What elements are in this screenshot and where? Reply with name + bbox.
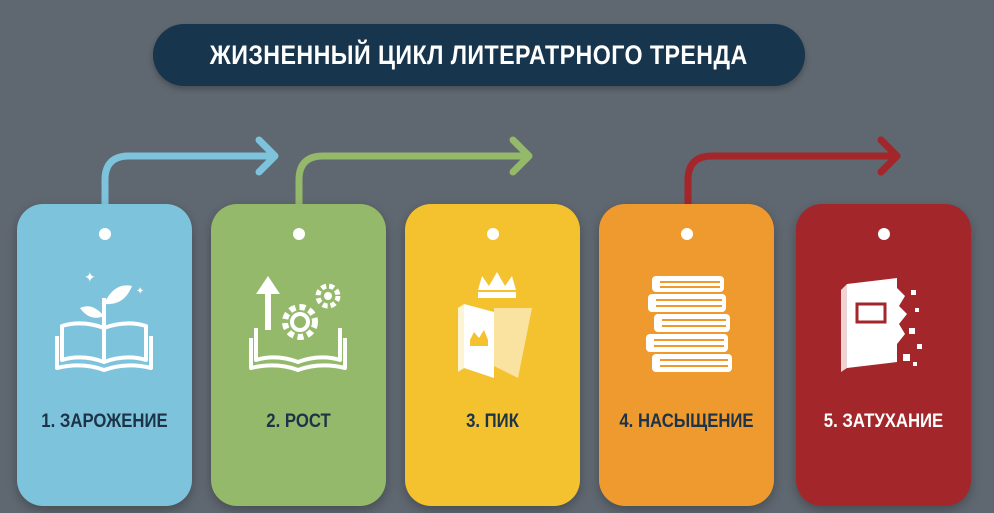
crumbling-book-icon <box>841 278 922 372</box>
stage-label-5: 5. ЗАТУХАНИЕ <box>823 411 944 432</box>
stage-card-3: 3. ПИК <box>405 204 580 506</box>
card-hole <box>98 228 111 240</box>
svg-text:✦: ✦ <box>136 286 144 297</box>
stage-label-3: 3. ПИК <box>466 411 519 432</box>
stage-card-5: 5. ЗАТУХАНИЕ <box>796 204 971 506</box>
arrow-1-to-2 <box>101 136 279 236</box>
stage-label-2: 2. РОСТ <box>266 411 331 432</box>
card-hole <box>486 228 499 240</box>
stage-label-4: 4. НАСЫЩЕНИЕ <box>619 411 754 432</box>
card-hole <box>292 228 305 240</box>
title-banner: ЖИЗНЕННЫЙ ЦИКЛ ЛИТЕРАТРНОГО ТРЕНДА <box>153 24 805 86</box>
book-gears-growth-icon <box>249 276 347 372</box>
stage-card-4: 4. НАСЫЩЕНИЕ <box>599 204 774 506</box>
arrow-2-to-3 <box>295 136 533 236</box>
stage-label-1: 1. ЗАРОЖЕНИЕ <box>41 411 168 432</box>
diagram-title: ЖИЗНЕННЫЙ ЦИКЛ ЛИТЕРАТРНОГО ТРЕНДА <box>210 39 748 70</box>
book-sprout-icon: ✦ ✦ <box>55 270 153 372</box>
svg-text:✦: ✦ <box>84 270 96 286</box>
arrow-4-to-5 <box>684 136 901 236</box>
card-hole <box>877 228 890 240</box>
card-hole <box>680 228 693 240</box>
stage-card-1: ✦ ✦ 1. ЗАРОЖЕНИЕ <box>17 204 192 506</box>
book-stack-icon <box>646 276 732 372</box>
book-crown-spotlight-icon <box>458 272 532 378</box>
stage-card-2: 2. РОСТ <box>211 204 386 506</box>
